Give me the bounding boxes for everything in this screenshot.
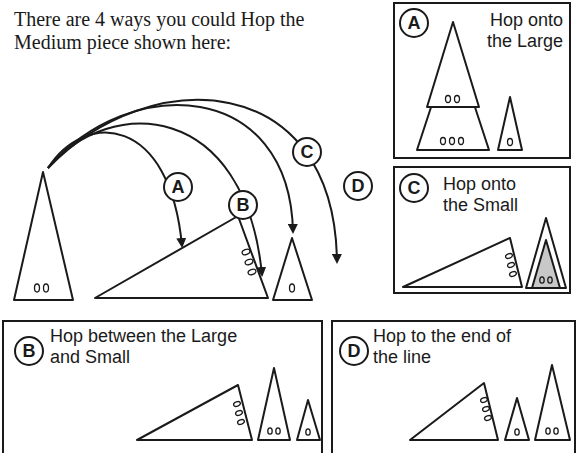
panel-caption: Hop between the Large and Small	[50, 326, 265, 368]
medium-piece	[14, 172, 73, 300]
example-panel: BHop between the Large and Small	[2, 320, 323, 453]
option-letter: D	[339, 336, 369, 366]
option-letter: B	[14, 336, 44, 366]
large-piece	[403, 238, 522, 287]
small-piece	[505, 398, 529, 440]
example-panel: A Hop onto the Large	[393, 2, 571, 159]
example-panel: C Hop onto the Small	[393, 166, 571, 294]
arrow-letter: A	[163, 172, 193, 202]
small-piece	[498, 97, 522, 150]
option-letter: A	[399, 8, 429, 38]
option-letter: C	[399, 173, 429, 203]
small-piece	[273, 238, 312, 300]
panel-caption: Hop to the end of the line	[373, 326, 513, 368]
arrow-letter: D	[343, 171, 373, 201]
large-piece	[410, 383, 498, 440]
panel-caption: Hop onto the Large	[465, 10, 563, 52]
example-panel: DHop to the end of the line	[331, 320, 576, 453]
panel-caption: Hop onto the Small	[443, 174, 543, 216]
medium-piece	[427, 22, 479, 107]
medium-piece	[535, 365, 570, 440]
arrow-letter: C	[292, 137, 322, 167]
arrow-letter: B	[228, 190, 258, 220]
large-piece	[137, 385, 252, 440]
heading-text: There are 4 ways you could Hop the Mediu…	[14, 8, 314, 54]
medium-piece	[258, 368, 290, 440]
medium-piece	[526, 218, 566, 288]
pips	[35, 96, 559, 436]
small-piece	[297, 400, 320, 440]
small-piece-hidden	[532, 240, 560, 288]
hop-arrow	[48, 100, 337, 262]
hop-arrow	[48, 105, 293, 232]
large-piece	[95, 216, 268, 298]
